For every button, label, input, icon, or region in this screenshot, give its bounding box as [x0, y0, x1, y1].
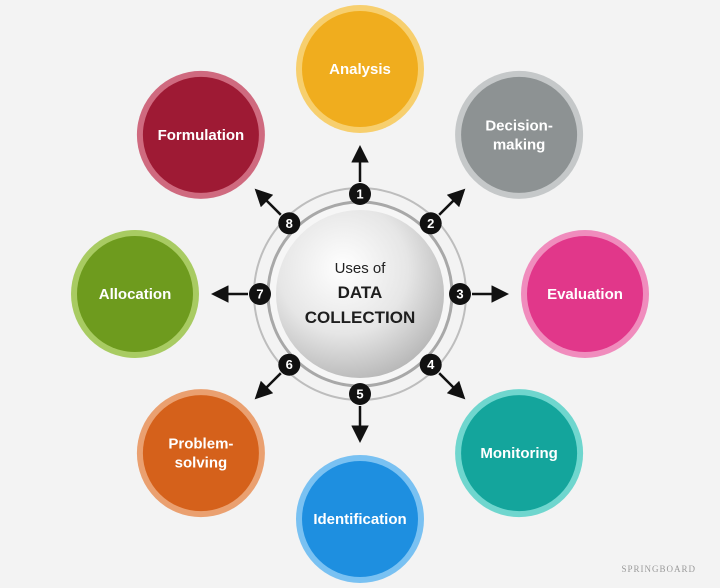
node-label: Formulation	[158, 127, 245, 144]
step-badge-7: 7	[249, 283, 271, 305]
step-badge-circle	[449, 283, 471, 305]
step-number: 6	[286, 357, 293, 372]
step-badge-circle	[278, 212, 301, 235]
center-sphere	[276, 210, 444, 378]
watermark-logo: SPRINGBOARD	[621, 564, 696, 574]
node-analysis: Analysis	[296, 5, 424, 133]
step-number: 5	[356, 387, 363, 402]
step-badge-4: 4	[419, 353, 442, 376]
step-badge-circle	[419, 353, 442, 376]
node-label: solving	[175, 455, 228, 472]
step-badge-6: 6	[278, 353, 301, 376]
node-label: Allocation	[99, 286, 172, 303]
step-badge-2: 2	[419, 212, 442, 235]
node-circle	[142, 395, 259, 512]
node-decision-making: Decision-making	[455, 70, 584, 199]
node-label: Evaluation	[547, 286, 623, 303]
step-badge-5: 5	[349, 383, 371, 405]
step-badge-8: 8	[278, 212, 301, 235]
node-label: Monitoring	[480, 445, 557, 462]
step-badge-circle	[349, 183, 371, 205]
step-badge-circle	[419, 212, 442, 235]
node-label: Identification	[313, 511, 406, 528]
node-label: Analysis	[329, 61, 391, 78]
arrow-2	[438, 188, 466, 216]
step-number: 1	[356, 187, 363, 202]
step-badge-circle	[249, 283, 271, 305]
node-formulation: Formulation	[136, 70, 265, 199]
node-label: making	[493, 136, 546, 153]
step-badge-circle	[349, 383, 371, 405]
step-number: 3	[456, 287, 463, 302]
node-label: Problem-	[168, 436, 233, 453]
arrow-6	[254, 372, 282, 400]
node-identification: Identification	[296, 455, 424, 583]
node-monitoring: Monitoring	[455, 389, 584, 518]
center-title-line3: COLLECTION	[305, 308, 416, 327]
nodes-layer: AnalysisDecision-makingEvaluationMonitor…	[71, 5, 649, 583]
step-badge-circle	[278, 353, 301, 376]
center-title-line2: DATA	[338, 283, 383, 302]
step-badge-1: 1	[349, 183, 371, 205]
node-circle	[527, 236, 643, 352]
node-circle	[461, 395, 578, 512]
step-number: 2	[427, 216, 434, 231]
node-circle	[302, 11, 418, 127]
arrows-layer	[211, 145, 509, 443]
node-circle	[461, 76, 578, 193]
node-evaluation: Evaluation	[521, 230, 649, 358]
step-number: 4	[427, 357, 435, 372]
node-circle	[142, 76, 259, 193]
node-allocation: Allocation	[71, 230, 199, 358]
badges-layer: 1 2 3 4 5 6 7 8	[249, 183, 471, 405]
step-number: 7	[256, 287, 263, 302]
arrow-4	[438, 372, 466, 400]
node-label: Decision-	[485, 117, 553, 134]
arrow-8	[254, 188, 282, 216]
node-circle	[77, 236, 193, 352]
node-circle	[302, 461, 418, 577]
step-number: 8	[286, 216, 293, 231]
step-badge-3: 3	[449, 283, 471, 305]
node-problem-solving: Problem-solving	[136, 389, 265, 518]
center-title-line1: Uses of	[335, 260, 387, 277]
